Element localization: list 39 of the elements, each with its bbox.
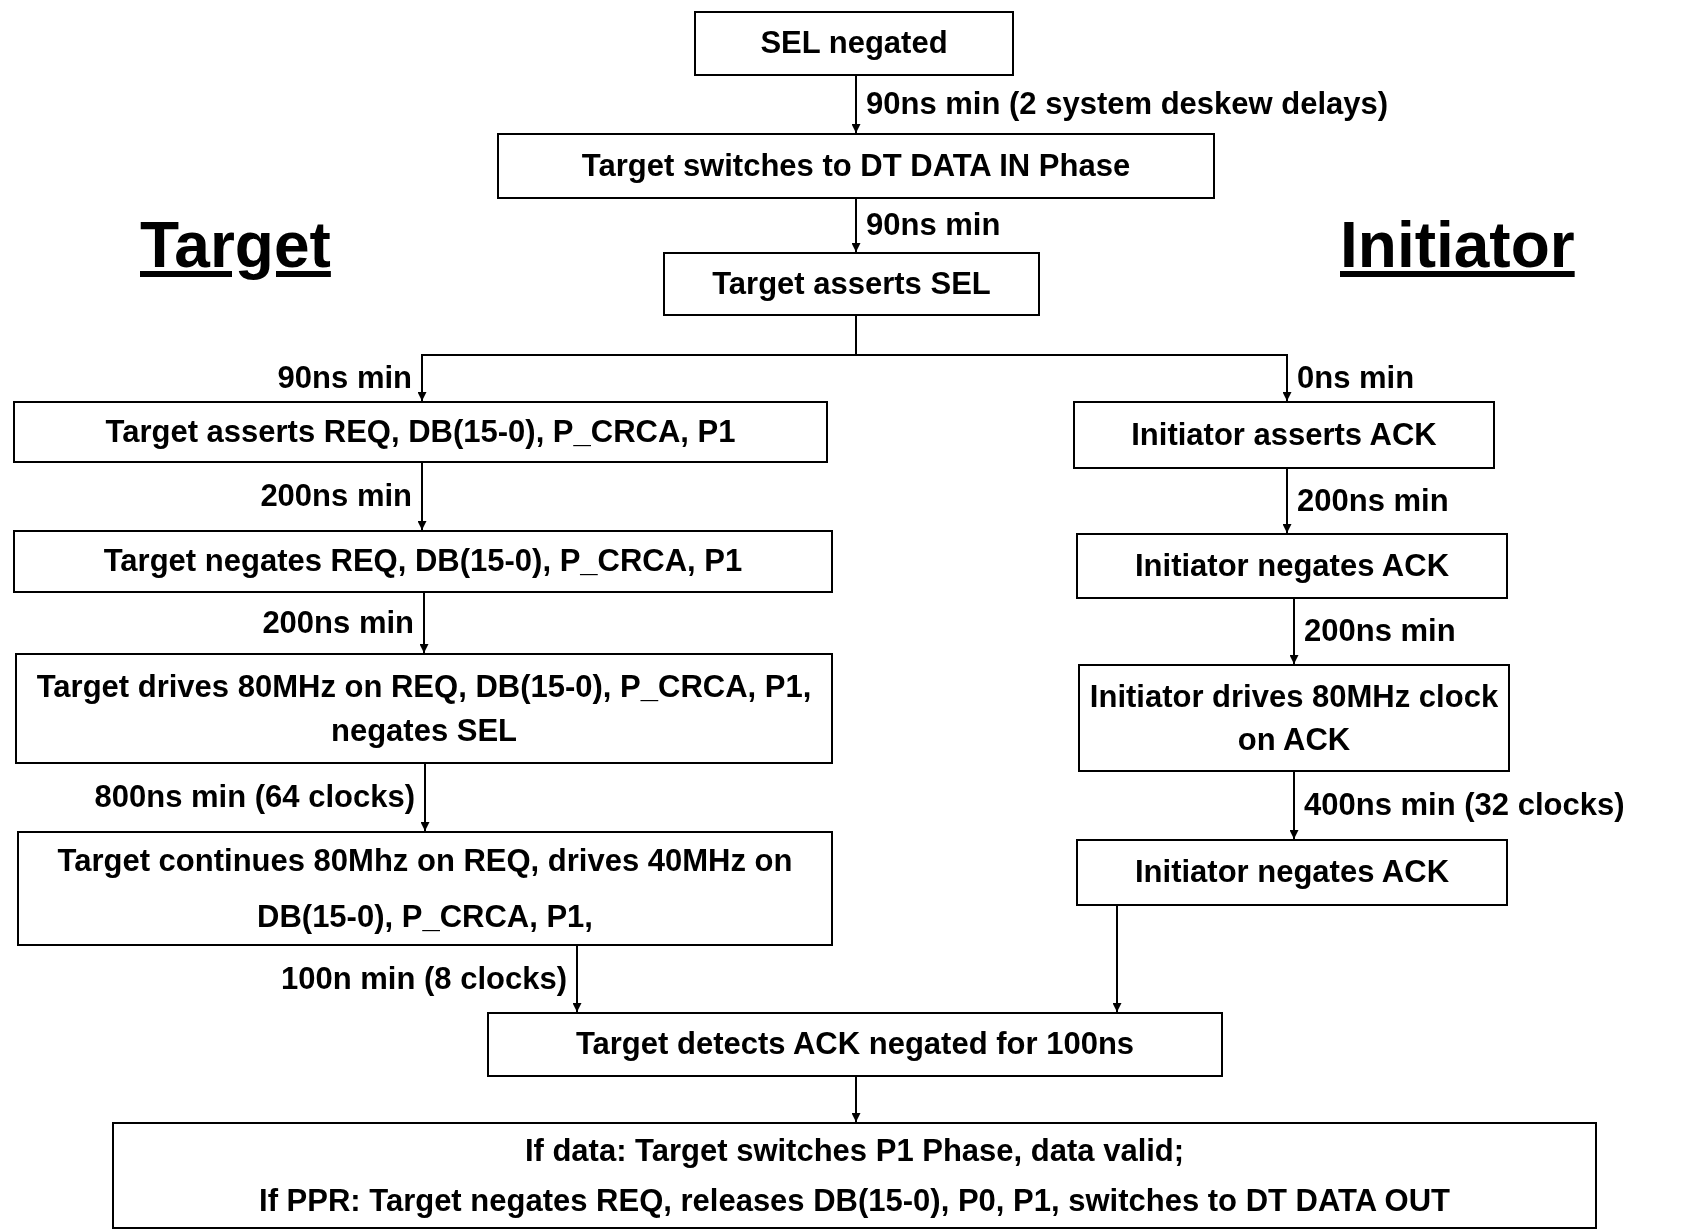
arrow: [1289, 771, 1299, 840]
process-box: [15, 653, 833, 764]
step-text: Target continues 80Mhz on REQ, drives 40MHz on DB(15-0), P_CRCA, P1,: [56, 841, 794, 936]
process-box: [13, 401, 828, 463]
process-box: [1076, 839, 1508, 906]
process-box: [663, 252, 1040, 316]
process-box: [487, 1012, 1223, 1077]
arrow: [1289, 598, 1299, 665]
step-text: Target detects ACK negated for 100ns: [575, 1025, 1135, 1064]
step-text: If PPR: Target negates REQ, releases DB(15-0), P0, P1, switches to DT DATA OUT: [259, 1181, 1450, 1220]
arrow: [1112, 905, 1122, 1013]
arrow: [851, 198, 861, 253]
process-box: [112, 1122, 1597, 1229]
step-text: Initiator asserts ACK: [1131, 415, 1437, 454]
step-text: Initiator negates ACK: [1134, 853, 1450, 892]
column-heading: Initiator: [1340, 213, 1575, 277]
process-box: [1076, 533, 1508, 599]
step-text: Target switches to DT DATA IN Phase: [581, 146, 1131, 185]
arrow: [420, 763, 430, 832]
step-text: Target asserts REQ, DB(15-0), P_CRCA, P1: [105, 412, 736, 451]
arrow: [417, 462, 427, 531]
process-box: [1078, 664, 1510, 772]
arrow: [851, 1076, 861, 1123]
process-box: [13, 530, 833, 593]
step-text: Initiator negates ACK: [1134, 546, 1450, 585]
step-text: If data: Target switches P1 Phase, data valid;: [524, 1131, 1185, 1170]
process-box: [1073, 401, 1495, 469]
arrow: [419, 592, 429, 654]
arrow: [851, 75, 861, 134]
arrow: [572, 945, 582, 1013]
process-box: [694, 11, 1014, 76]
step-text: Initiator drives 80MHz clock on ACK: [1088, 677, 1500, 759]
step-text: Target drives 80MHz on REQ, DB(15-0), P_CRCA, P1, negates SEL: [35, 668, 813, 750]
step-text: Target asserts SEL: [712, 264, 991, 303]
process-box: [17, 831, 833, 946]
step-text: SEL negated: [760, 24, 948, 63]
process-box: [497, 133, 1215, 199]
step-text: Target negates REQ, DB(15-0), P_CRCA, P1: [103, 542, 743, 581]
arrow: [1282, 468, 1292, 534]
